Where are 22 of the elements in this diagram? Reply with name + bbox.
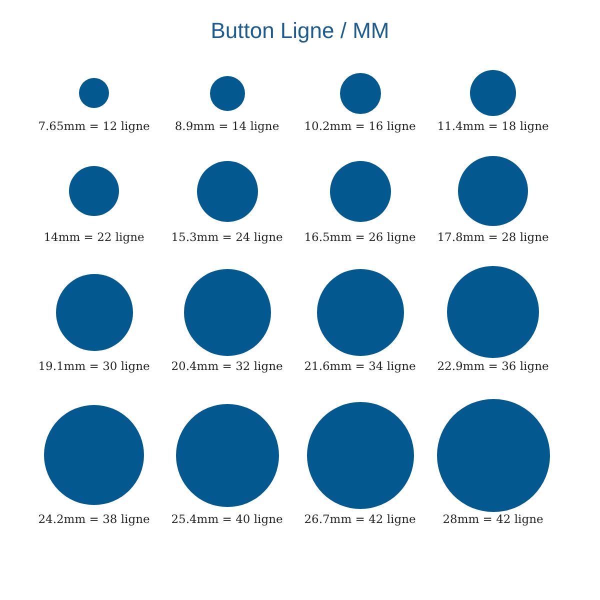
size-caption: 22.9mm = 36 ligne (436, 359, 550, 373)
button-circle (210, 76, 244, 110)
size-caption: 21.6mm = 34 ligne (303, 359, 417, 373)
size-caption: 8.9mm = 14 ligne (174, 119, 280, 133)
button-circle (470, 70, 516, 116)
size-caption: 15.3mm = 24 ligne (170, 230, 284, 244)
button-circle (69, 166, 119, 216)
size-caption: 17.8mm = 28 ligne (436, 230, 550, 244)
size-caption: 28mm = 42 ligne (442, 512, 544, 526)
size-caption: 20.4mm = 32 ligne (170, 359, 284, 373)
size-caption: 24.2mm = 38 ligne (37, 512, 151, 526)
size-caption: 25.4mm = 40 ligne (170, 512, 284, 526)
size-caption: 26.7mm = 42 ligne (303, 512, 417, 526)
size-caption: 14mm = 22 ligne (42, 230, 146, 244)
size-caption: 10.2mm = 16 ligne (303, 119, 417, 133)
size-caption: 7.65mm = 12 ligne (37, 119, 151, 133)
button-circle (79, 78, 109, 108)
button-circle (340, 72, 380, 114)
size-caption: 11.4mm = 18 ligne (436, 119, 550, 133)
size-caption: 19.1mm = 30 ligne (37, 359, 151, 373)
size-caption: 16.5mm = 26 ligne (303, 230, 417, 244)
chart-title: Button Ligne / MM (210, 18, 390, 44)
